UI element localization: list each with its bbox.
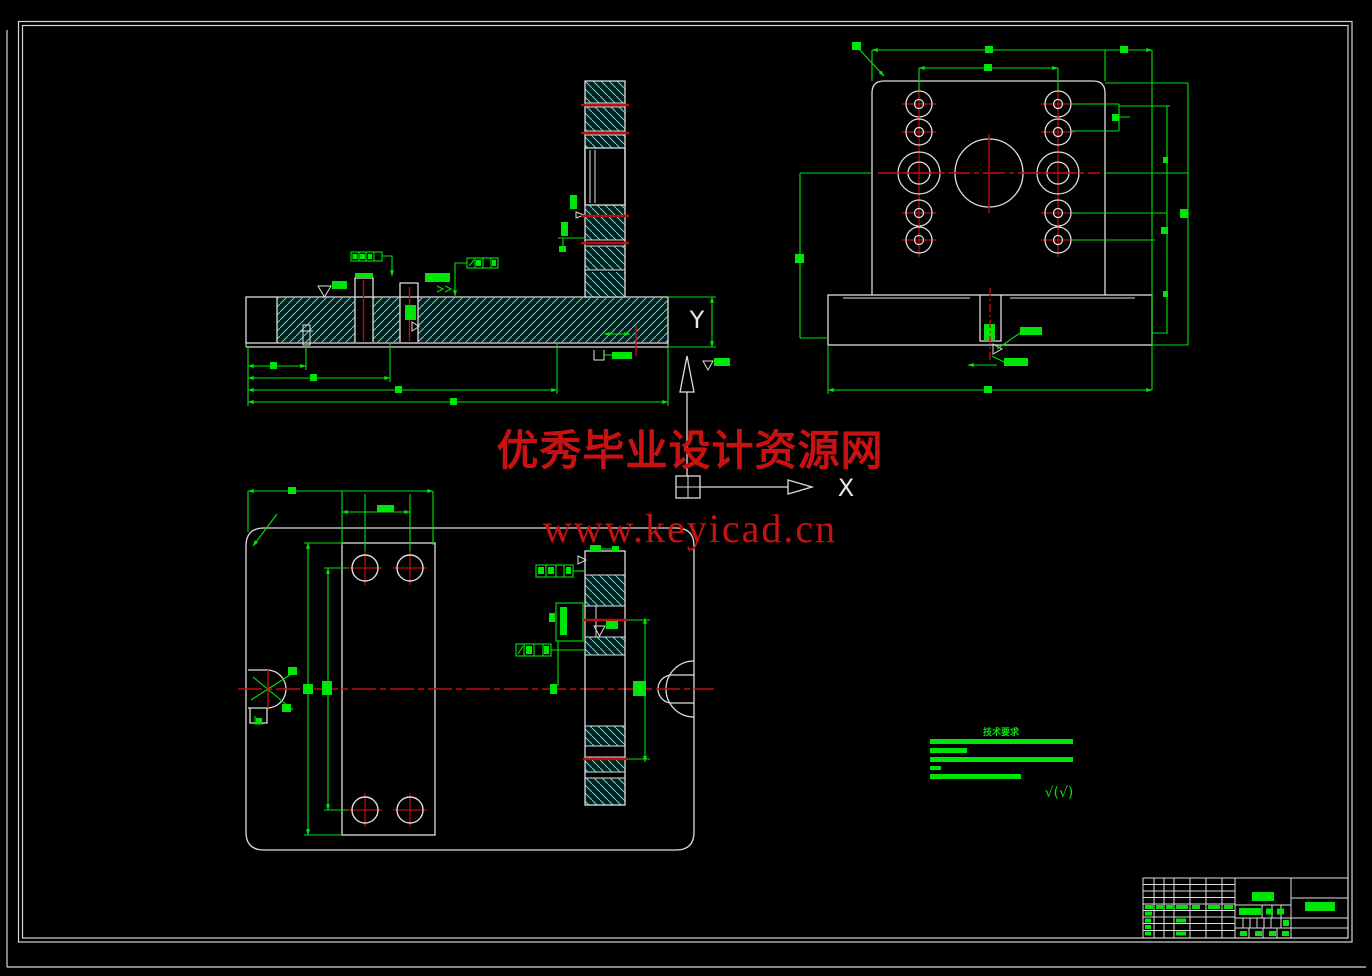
title-block-text (1176, 905, 1188, 909)
title-block-text (1192, 905, 1200, 909)
title-block-text (1156, 905, 1163, 909)
sheet-border (6, 20, 1366, 968)
datum-label-y: Y (689, 306, 705, 334)
tech-requirement-line (930, 748, 967, 753)
title-block-text-marks (1145, 892, 1335, 936)
small-hole (905, 226, 933, 254)
mounting-hole (351, 796, 379, 824)
tech-requirement-line (930, 766, 941, 770)
title-block-text (1252, 892, 1274, 901)
mounting-hole (396, 796, 424, 824)
title-block-text (1176, 931, 1186, 936)
title-block-text (1224, 905, 1233, 909)
small-hole-inner (913, 126, 925, 138)
title-block-text (1145, 905, 1153, 909)
title-block-text (1283, 920, 1289, 926)
view-top (238, 487, 714, 851)
title-block-text (1145, 918, 1151, 923)
top-view-holes (348, 551, 427, 827)
annotations-top (247, 487, 650, 836)
watermark-line2: www.keyicad.cn (543, 506, 837, 551)
title-block (1142, 877, 1349, 939)
watermark: 优秀毕业设计资源网 www.keyicad.cn (496, 428, 883, 551)
title-block-text (1176, 918, 1186, 923)
watermark-line1: 优秀毕业设计资源网 (496, 428, 883, 475)
small-hole-inner (913, 234, 925, 246)
title-block-text (1166, 905, 1173, 909)
small-hole-inner (1052, 98, 1064, 110)
title-block-text (1282, 931, 1289, 936)
title-block-text (1145, 911, 1152, 916)
annotations-side (247, 195, 730, 406)
small-hole (1044, 118, 1072, 146)
small-hole-inner (1052, 126, 1064, 138)
mounting-hole (351, 554, 379, 582)
tech-requirement-line (930, 774, 1021, 779)
title-block-text (1269, 931, 1276, 936)
mounting-hole (396, 554, 424, 582)
small-hole-inner (913, 98, 925, 110)
tech-requirement-line (930, 757, 1073, 762)
view-front (795, 42, 1189, 394)
title-block-text (1239, 908, 1261, 915)
tech-requirements-lines (930, 739, 1073, 779)
title-block-text (1208, 905, 1220, 909)
title-block-text (1145, 931, 1151, 936)
tech-requirements-title: 技术要求 (983, 726, 1020, 738)
small-hole-inner (1052, 234, 1064, 246)
dimensions-front (795, 42, 1189, 394)
technical-requirements: 技术要求 √(√) (930, 726, 1073, 801)
ucs-x-label: X (838, 474, 854, 502)
title-block-text (1266, 908, 1273, 915)
title-block-text (1255, 931, 1262, 936)
title-block-text (1240, 931, 1247, 936)
ucs-icon: X (675, 355, 854, 502)
small-hole-inner (913, 207, 925, 219)
title-block-text (1277, 908, 1284, 915)
centerlines-front (878, 134, 1100, 213)
tech-requirement-line (930, 739, 1073, 744)
title-block-text (1305, 902, 1335, 911)
surface-roughness-note: √(√) (1045, 785, 1074, 801)
title-block-text (1145, 925, 1151, 929)
small-hole (905, 118, 933, 146)
view-side-section: Y (245, 80, 730, 406)
small-hole-inner (1052, 207, 1064, 219)
